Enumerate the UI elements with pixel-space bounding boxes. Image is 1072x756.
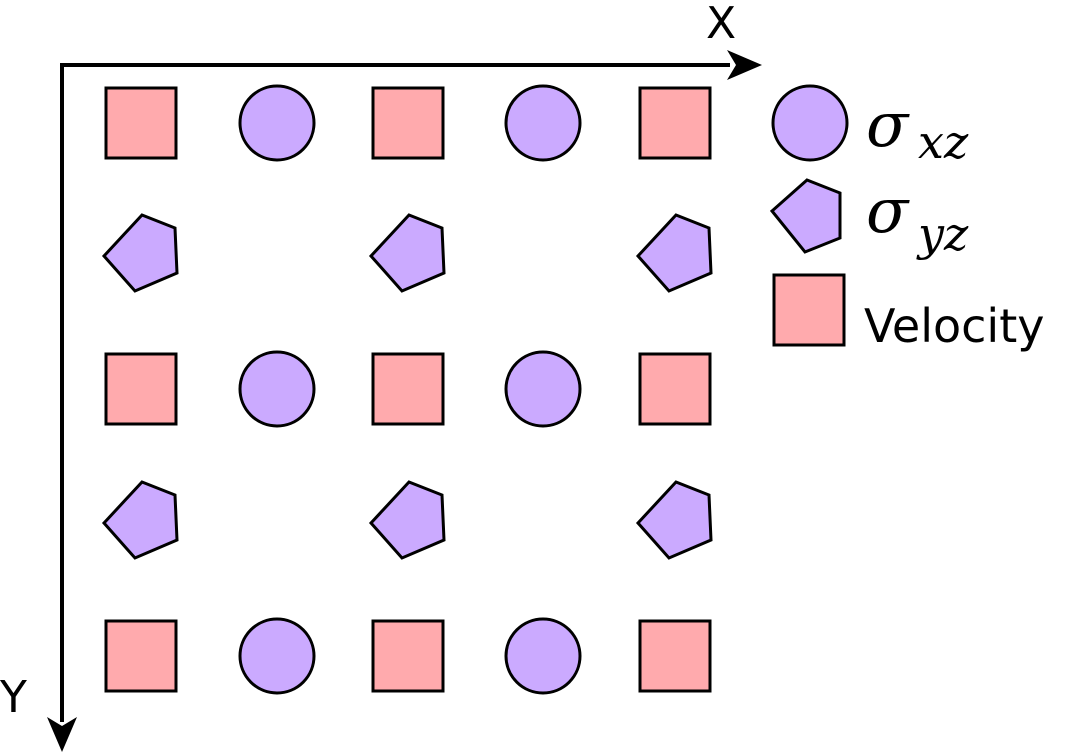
legend-pentagon-icon — [769, 178, 842, 254]
sigma-yz-pentagon-icon — [368, 213, 446, 293]
legend-entry-velocity: Velocity — [772, 273, 1044, 353]
velocity-square-icon — [638, 619, 712, 693]
velocity-square-icon — [104, 86, 178, 160]
velocity-square-icon — [638, 352, 712, 426]
sigma-yz-pentagon-icon — [101, 480, 179, 560]
x-axis-label: X — [706, 0, 736, 49]
sigma-xz-circle-icon — [504, 350, 582, 428]
velocity-square-icon — [371, 352, 445, 426]
x-axis-arrowhead — [727, 50, 762, 80]
sigma-yz-pentagon-icon — [101, 213, 179, 293]
sigma-yz-pentagon-icon — [368, 480, 446, 560]
legend-sigma-yz-symbol: σ — [866, 174, 910, 247]
sigma-xz-circle-icon — [504, 617, 582, 695]
legend-circle-icon — [771, 84, 849, 162]
sigma-yz-pentagon-icon — [635, 480, 713, 560]
y-axis-arrowhead — [47, 717, 77, 752]
legend-entry-sigma-yz: σ yz — [769, 174, 969, 261]
sigma-yz-pentagon-icon — [635, 213, 713, 293]
sigma-xz-circle-icon — [238, 350, 316, 428]
legend-sigma-xz-symbol: σ — [866, 88, 910, 161]
sigma-xz-circle-icon — [504, 84, 582, 162]
legend-sigma-xz-subscript: xz — [918, 115, 969, 169]
legend-square-icon — [772, 273, 846, 347]
legend-entry-sigma-xz: σ xz — [771, 84, 969, 169]
velocity-square-icon — [638, 86, 712, 160]
grid-nodes — [101, 84, 713, 695]
legend-sigma-yz-subscript: yz — [916, 207, 969, 261]
legend-velocity-label: Velocity — [864, 299, 1044, 353]
legend: σ xz σ yz Velocity — [769, 84, 1044, 353]
velocity-square-icon — [371, 619, 445, 693]
axes: X Y — [0, 0, 762, 752]
sigma-xz-circle-icon — [238, 84, 316, 162]
y-axis-label: Y — [0, 672, 27, 723]
velocity-square-icon — [104, 352, 178, 426]
sigma-xz-circle-icon — [238, 617, 316, 695]
velocity-square-icon — [104, 619, 178, 693]
velocity-square-icon — [371, 86, 445, 160]
